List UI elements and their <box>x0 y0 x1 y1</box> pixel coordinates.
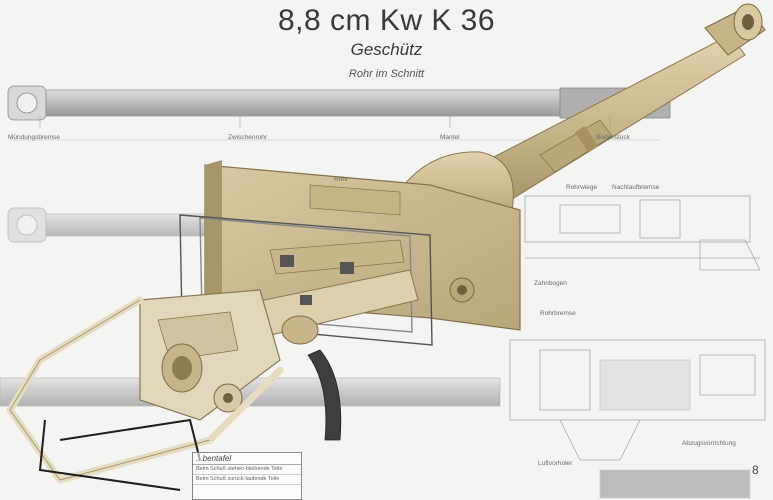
elevation-arc <box>307 349 342 441</box>
label-breech-ring: Bodenstück <box>596 134 630 141</box>
recoil-cylinders <box>239 239 419 345</box>
page-title: 8,8 cm Kw K 36 <box>277 4 496 37</box>
base-stand <box>38 418 201 491</box>
legend-table: ...bentafel Beim Schuß stehen-bleibende … <box>192 452 302 500</box>
label-tube: Rohr <box>334 176 349 183</box>
recoil-guard-outline <box>9 299 211 481</box>
cradle-frame <box>179 214 433 346</box>
label-trigger-mechanism: Abzugsvorrichtung <box>682 440 736 447</box>
label-jacket: Mantel <box>440 134 460 141</box>
label-air-recuperator: Luftvorholer <box>538 460 573 467</box>
label-elevation-arc: Zahnbogen <box>534 280 567 287</box>
legend-row: Beim Schuß zurück-laufende Teile <box>193 475 301 485</box>
label-recuperator: Nachlaufbremse <box>612 184 660 191</box>
legend-row: Beim Schuß stehen-bleibende Teile <box>193 465 301 475</box>
muzzle-brake <box>704 3 766 56</box>
label-cradle: Rohrwiege <box>566 184 598 191</box>
section-heading: Rohr im Schnitt <box>348 68 425 80</box>
label-muzzle-brake: Mündungsbremse <box>8 134 61 141</box>
page-number: 8 <box>752 463 759 477</box>
drawing-breech-side <box>509 195 766 499</box>
leader-lines <box>39 116 611 128</box>
breech-block <box>139 289 281 421</box>
legend-table-title: ...bentafel <box>193 453 301 465</box>
page-subtitle: Geschütz <box>350 40 423 59</box>
label-recoil-brake: Rohrbremse <box>540 310 576 317</box>
label-intermediate-tube: Zwischenrohr <box>228 134 268 141</box>
